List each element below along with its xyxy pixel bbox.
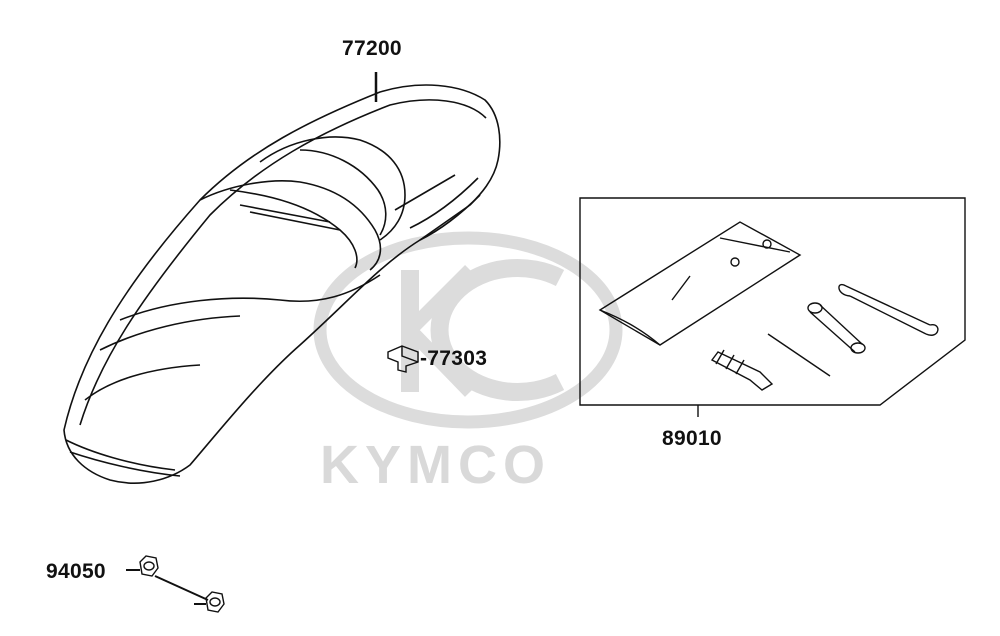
clip-drawing bbox=[387, 345, 419, 373]
seat-drawing bbox=[63, 84, 501, 484]
part-number-seat: 77200 bbox=[342, 37, 402, 60]
watermark-brand-text: KYMCO bbox=[320, 435, 551, 495]
kymco-watermark-logo bbox=[313, 231, 623, 429]
tool-kit-drawing bbox=[579, 197, 966, 417]
part-number-clip: -77303 bbox=[420, 347, 488, 370]
part-number-tool-kit: 89010 bbox=[662, 427, 722, 450]
nut-drawing bbox=[126, 555, 225, 613]
part-number-nut: 94050 bbox=[46, 560, 106, 583]
